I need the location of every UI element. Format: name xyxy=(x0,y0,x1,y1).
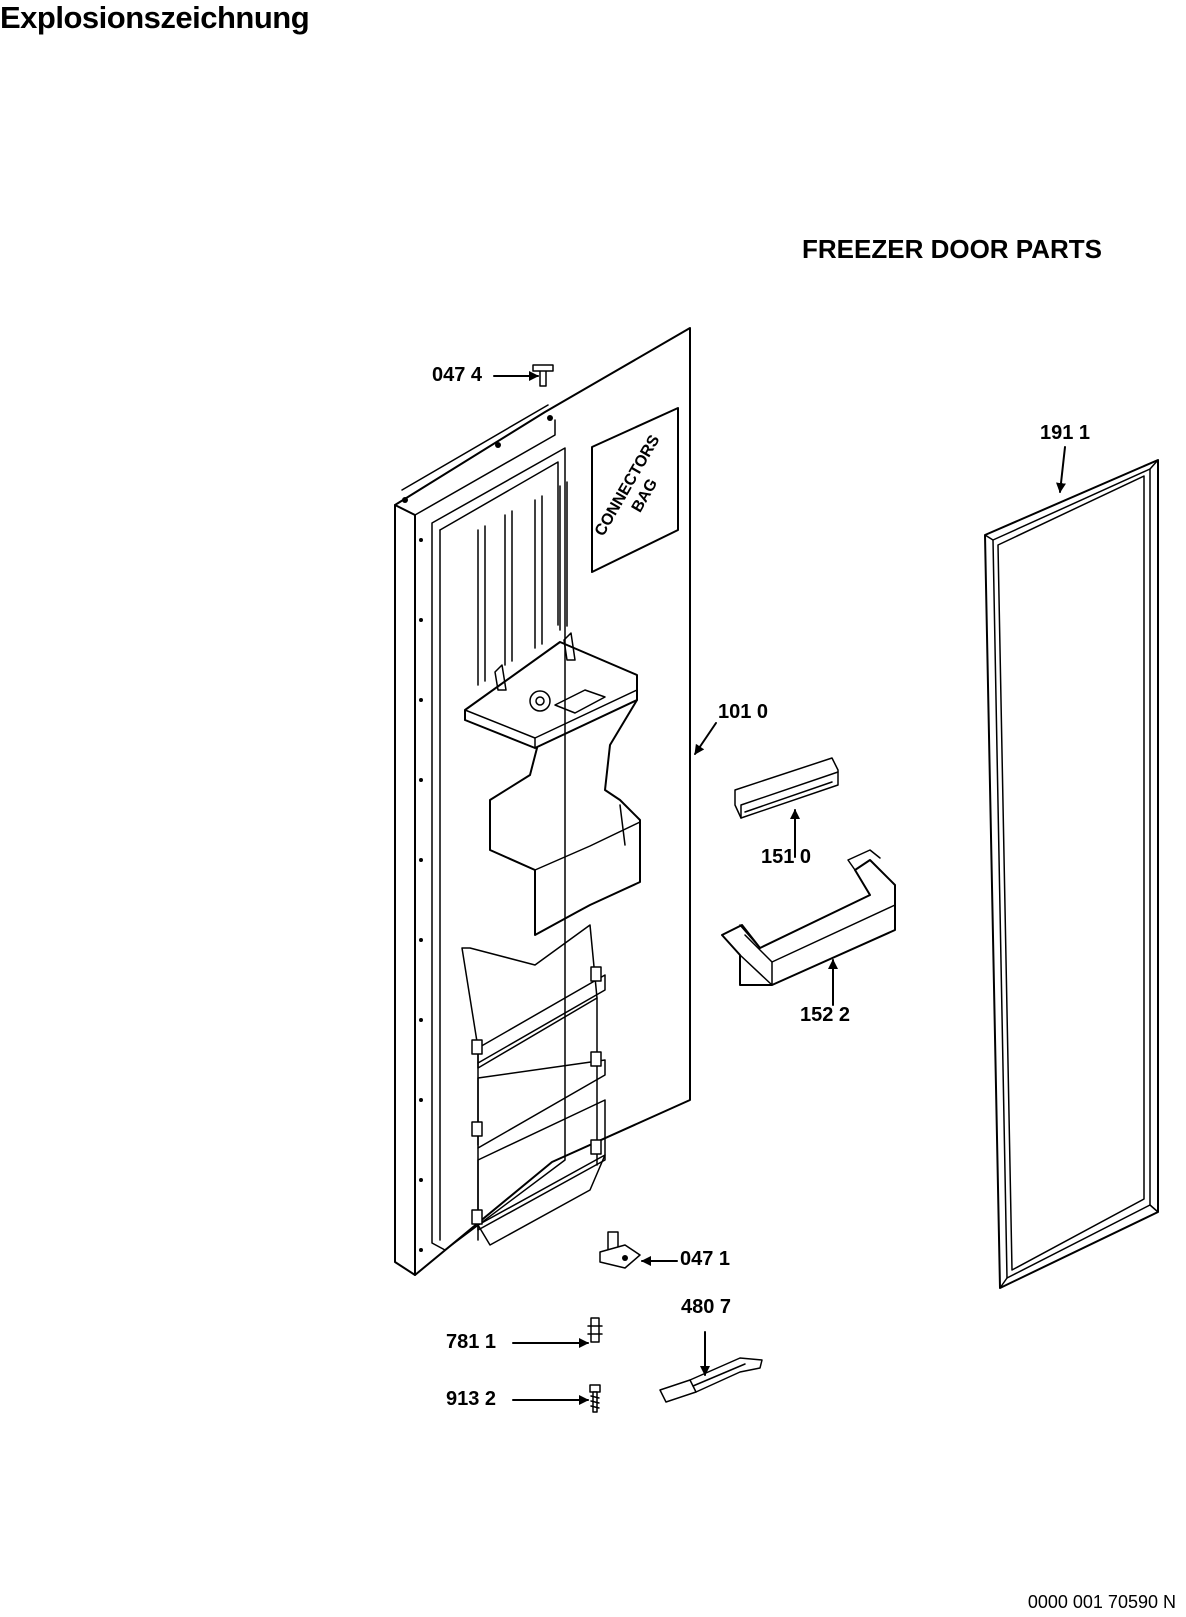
door-shelves xyxy=(462,925,605,1245)
door-side-edge xyxy=(395,505,415,1275)
wire-harness xyxy=(660,1358,762,1402)
dispenser-housing xyxy=(465,633,640,935)
callout-0471: 047 1 xyxy=(680,1248,731,1270)
leader-1911 xyxy=(1056,447,1065,492)
callout-1510: 151 0 xyxy=(761,846,812,868)
door-inner-liner xyxy=(432,448,565,1250)
leader-lines xyxy=(494,371,1065,1405)
page-title: Explosionszeichnung xyxy=(0,0,310,35)
connectors-bag xyxy=(592,408,678,572)
door-bin xyxy=(722,850,895,985)
callout-1010: 101 0 xyxy=(718,701,769,723)
door-gasket xyxy=(985,460,1158,1288)
top-hinge-pin xyxy=(533,365,553,386)
door-assembly xyxy=(395,328,690,1275)
hinge-holes xyxy=(402,415,553,1252)
section-title: FREEZER DOOR PARTS xyxy=(802,234,1102,264)
screw xyxy=(590,1385,600,1412)
liner-ribs xyxy=(478,482,567,685)
callout-1522: 152 2 xyxy=(800,1004,851,1026)
callout-1911: 191 1 xyxy=(1040,422,1091,444)
callout-4807: 480 7 xyxy=(681,1296,732,1318)
trim-strip xyxy=(735,758,838,818)
spacer xyxy=(588,1318,602,1342)
callout-9132: 913 2 xyxy=(446,1388,497,1410)
bottom-hinge-bushing xyxy=(600,1232,640,1268)
callout-7811: 781 1 xyxy=(446,1331,497,1353)
leader-1010 xyxy=(695,723,716,754)
callout-0474: 047 4 xyxy=(432,364,483,386)
document-number: 0000 001 70590 N xyxy=(1027,1592,1176,1612)
door-outer-panel xyxy=(395,328,690,1275)
